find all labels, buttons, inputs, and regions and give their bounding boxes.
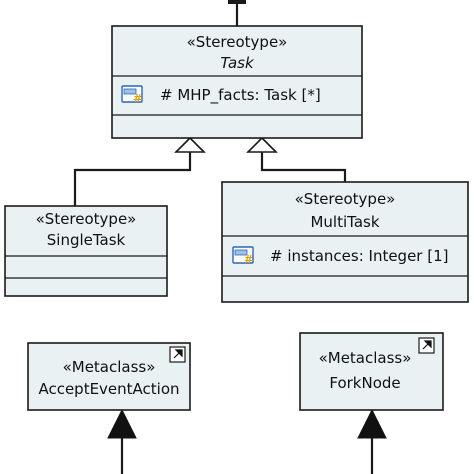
- attribute-icon: #: [232, 246, 254, 266]
- attribute-icon: #: [121, 85, 143, 105]
- multitask-attribute: # instances: Integer [1]: [270, 247, 449, 265]
- shortcut-arrow-icon: [418, 337, 435, 354]
- singletask-name: SingleTask: [47, 231, 126, 249]
- generalization-line-singletask: [73, 152, 192, 206]
- svg-text:#: #: [133, 92, 142, 105]
- forknode-name: ForkNode: [329, 374, 400, 392]
- metaclass-forknode[interactable]: «Metaclass» ForkNode: [299, 332, 444, 411]
- accepteventaction-name: AcceptEventAction: [38, 380, 179, 398]
- generalization-line-multitask: [260, 152, 347, 182]
- multitask-box: [221, 181, 469, 303]
- stereotype-multitask[interactable]: «Stereotype» MultiTask # # instances: In…: [221, 181, 469, 303]
- accepteventaction-stereotype-label: «Metaclass»: [63, 358, 156, 376]
- task-attribute: # MHP_facts: Task [*]: [160, 86, 321, 105]
- extension-arrowhead-forknode: [357, 408, 387, 439]
- singletask-box: [4, 205, 168, 297]
- connectors: [73, 0, 387, 474]
- singletask-stereotype-label: «Stereotype»: [36, 210, 137, 228]
- generalization-arrowhead-multitask: [246, 136, 278, 153]
- multitask-name: MultiTask: [310, 213, 379, 231]
- extension-arrowhead-accepteventaction: [107, 408, 137, 439]
- generalization-arrowhead-singletask: [174, 136, 206, 153]
- multitask-stereotype-label: «Stereotype»: [295, 190, 396, 208]
- accepteventaction-box: [27, 342, 191, 411]
- task-stereotype-label: «Stereotype»: [187, 33, 288, 51]
- task-box: [111, 25, 363, 139]
- stereotype-task[interactable]: «Stereotype» Task # # MHP_facts: Task [*…: [111, 25, 363, 139]
- shortcut-arrow-icon: [169, 346, 186, 363]
- metaclass-accepteventaction[interactable]: «Metaclass» AcceptEventAction: [27, 342, 191, 411]
- stereotype-singletask[interactable]: «Stereotype» SingleTask: [4, 205, 168, 297]
- task-name: Task: [220, 54, 255, 72]
- svg-text:#: #: [244, 253, 253, 266]
- forknode-stereotype-label: «Metaclass»: [319, 349, 412, 367]
